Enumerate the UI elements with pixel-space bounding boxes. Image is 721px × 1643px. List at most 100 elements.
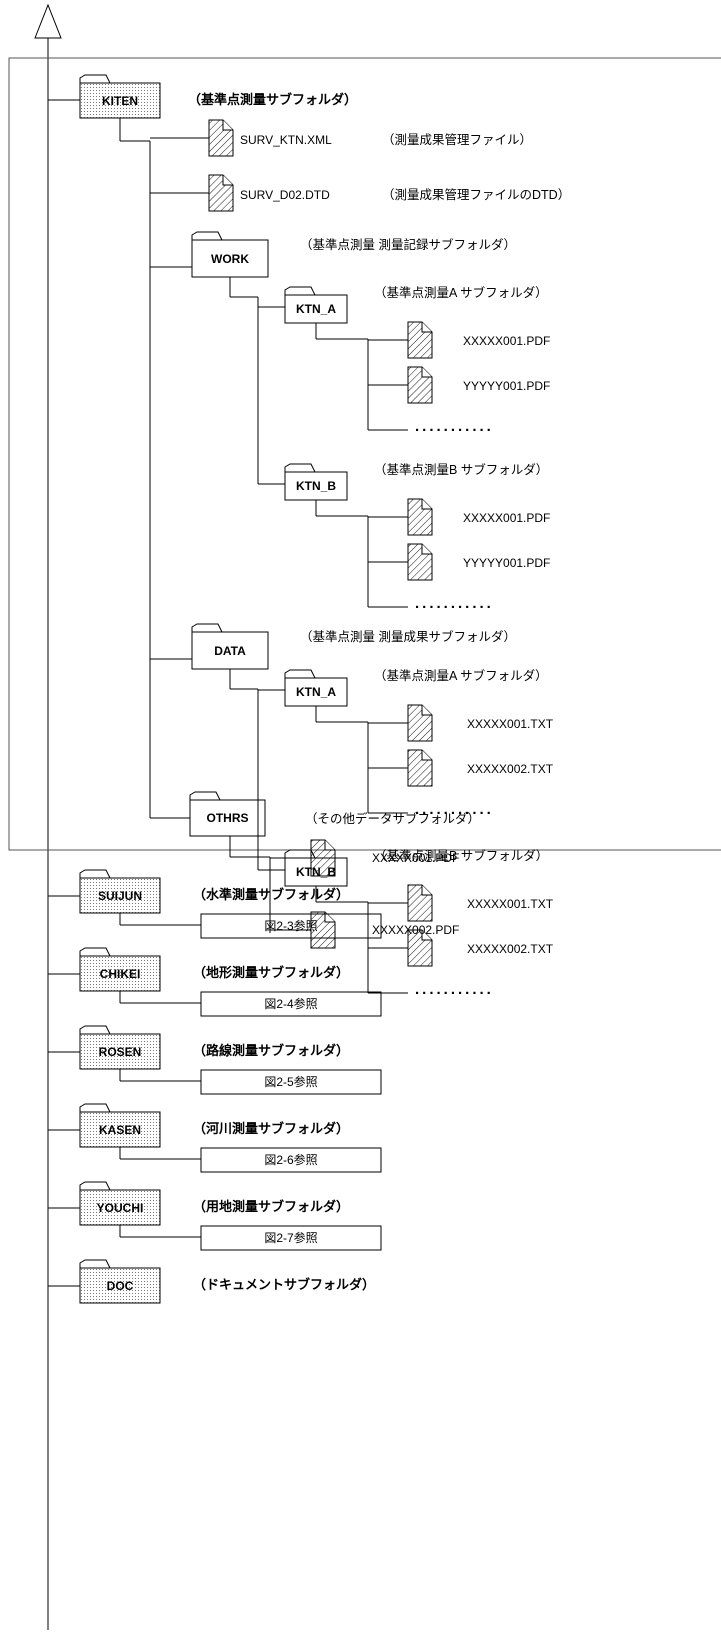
reference-label: 図2-6参照: [264, 1153, 318, 1167]
data-sub-folder-label: KTN_B: [295, 865, 336, 879]
reference-box: [200, 1225, 382, 1251]
file-name: XXXXX001.PDF: [372, 851, 460, 865]
subfolder-tab: [79, 1025, 111, 1035]
subfolder-tab: [79, 947, 111, 957]
file-name: SURV_KTN.XML: [240, 133, 332, 147]
reference-box: [200, 1147, 382, 1173]
subfolder-note: （河川測量サブフォルダ）: [193, 1121, 350, 1136]
data-sub-folder-label: KTN_A: [295, 685, 336, 699]
subfolder-label: YOUCHI: [96, 1200, 144, 1215]
file-corner-fold: [222, 175, 233, 186]
file-icon: [407, 498, 433, 536]
work-note: （基準点測量 測量記録サブフォルダ）: [300, 238, 516, 252]
work-sub-folder-tab: [284, 286, 316, 296]
subfolder-note: （地形測量サブフォルダ）: [193, 965, 350, 980]
file-name: XXXXX001.PDF: [463, 334, 551, 348]
data-sub-folder-tab: [284, 669, 316, 679]
work-sub-note: （基準点測量B サブフォルダ）: [374, 463, 549, 477]
subfolder-tab: [79, 1181, 111, 1191]
kiten-section-frame: [8, 57, 721, 851]
file-icon: [407, 704, 433, 742]
file-icon: [208, 174, 234, 212]
work-folder-tab: [191, 231, 223, 241]
data-folder-tab: [191, 623, 223, 633]
ellipsis-more: ...........: [415, 801, 494, 818]
kiten-note: （基準点測量サブフォルダ）: [188, 92, 358, 107]
file-name: XXXXX001.PDF: [463, 511, 551, 525]
file-note: （測量成果管理ファイル）: [382, 133, 533, 147]
subfolder-fill: [80, 1268, 160, 1303]
subfolder-fill: [80, 878, 160, 913]
file-icon: [407, 321, 433, 359]
file-corner-fold: [421, 322, 432, 333]
file-name: XXXXX001.TXT: [467, 897, 554, 911]
subfolder-tab: [79, 1259, 111, 1269]
subfolder-fill: [80, 1190, 160, 1225]
file-name: XXXXX002.TXT: [467, 942, 554, 956]
file-corner-fold: [222, 120, 233, 131]
ellipsis-more: ...........: [415, 418, 494, 435]
file-icon: [407, 543, 433, 581]
data-note: （基準点測量 測量成果サブフォルダ）: [300, 630, 516, 644]
file-corner-fold: [421, 499, 432, 510]
subfolder-note: （用地測量サブフォルダ）: [193, 1199, 350, 1214]
othrs-folder-tab: [189, 791, 221, 801]
subfolder-label: CHIKEI: [99, 966, 141, 981]
work-sub-folder-label: KTN_A: [295, 302, 336, 316]
file-name: XXXXX002.TXT: [467, 762, 554, 776]
subfolder-fill: [80, 1034, 160, 1069]
data-sub-note: （基準点測量A サブフォルダ）: [374, 669, 548, 683]
ellipsis-more: ...........: [415, 595, 494, 612]
subfolder-label: DOC: [106, 1278, 134, 1293]
file-corner-fold: [421, 367, 432, 378]
work-folder-label: WORK: [211, 251, 249, 266]
reference-label: 図2-4参照: [264, 997, 318, 1011]
kiten-folder-fill: [80, 83, 160, 118]
reference-box: [200, 913, 382, 939]
file-corner-fold: [421, 544, 432, 555]
kiten-folder-tab: [79, 74, 111, 84]
file-name: SURV_D02.DTD: [240, 188, 330, 202]
reference-label: 図2-7参照: [264, 1231, 318, 1245]
othrs-note: （その他データサブフォルダ）: [305, 812, 481, 826]
reference-label: 図2-3参照: [264, 919, 318, 933]
file-note: （測量成果管理ファイルのDTD）: [382, 188, 571, 202]
othrs-folder-box: [189, 799, 266, 837]
file-corner-fold: [421, 930, 432, 941]
reference-label: 図2-5参照: [264, 1075, 318, 1089]
subfolder-tab: [79, 1103, 111, 1113]
work-sub-folder-tab: [284, 463, 316, 473]
file-corner-fold: [421, 705, 432, 716]
data-sub-note: （基準点測量B サブフォルダ）: [374, 849, 549, 863]
file-name: XXXXX002.PDF: [372, 923, 460, 937]
file-icon: [407, 884, 433, 922]
subfolder-box: [79, 1267, 161, 1304]
reference-box: [200, 1069, 382, 1095]
work-sub-folder-label: KTN_B: [295, 479, 336, 493]
file-name: YYYYY001.PDF: [463, 379, 551, 393]
ellipsis-more: ...........: [415, 981, 494, 998]
reference-box: [200, 991, 382, 1017]
file-corner-fold: [324, 840, 335, 851]
up-arrow-triangle: [34, 3, 62, 39]
subfolder-note: （ドキュメントサブフォルダ）: [193, 1277, 376, 1292]
kiten-folder-label: KITEN: [102, 93, 138, 108]
subfolder-label: SUIJUN: [97, 888, 142, 903]
subfolder-note: （水準測量サブフォルダ）: [193, 887, 350, 902]
subfolder-fill: [80, 956, 160, 991]
file-corner-fold: [421, 885, 432, 896]
othrs-folder-label: OTHRS: [206, 811, 249, 825]
work-sub-note: （基準点測量A サブフォルダ）: [374, 286, 548, 300]
file-icon: [407, 366, 433, 404]
subfolder-label: KASEN: [98, 1122, 141, 1137]
data-folder-label: DATA: [214, 643, 246, 658]
file-icon: [407, 749, 433, 787]
subfolder-label: ROSEN: [98, 1044, 142, 1059]
file-corner-fold: [421, 750, 432, 761]
subfolder-fill: [80, 1112, 160, 1147]
file-name: YYYYY001.PDF: [463, 556, 551, 570]
subfolder-tab: [79, 869, 111, 879]
file-icon: [208, 119, 234, 157]
